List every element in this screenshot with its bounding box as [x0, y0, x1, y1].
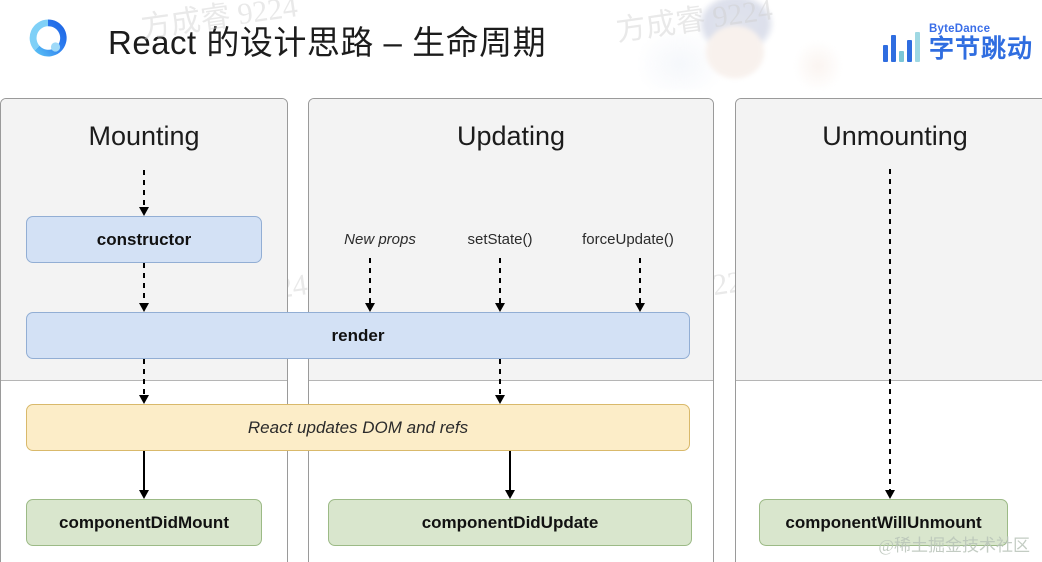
page-title: React 的设计思路 – 生命周期 [108, 24, 547, 61]
panel-unmounting: Unmounting [735, 98, 1042, 562]
panel-mounting-title: Mounting [88, 121, 200, 151]
node-react-updates-dom-and-refs[interactable]: React updates DOM and refs [26, 404, 690, 451]
bytedance-wordmark: ByteDance 字节跳动 [928, 22, 1033, 63]
bytedance-cn-label: 字节跳动 [928, 35, 1033, 63]
background-photo-decoration [640, 0, 890, 90]
node-constructor[interactable]: constructor [26, 216, 262, 263]
slide-header: React 的设计思路 – 生命周期 ByteDance 字节跳动 [0, 0, 1042, 90]
trigger-label-force-update: forceUpdate() [582, 231, 674, 248]
panel-updating-title: Updating [456, 121, 566, 151]
panel-unmounting-title: Unmounting [822, 121, 968, 151]
node-component-did-update[interactable]: componentDidUpdate [328, 499, 692, 546]
node-render[interactable]: render [26, 312, 690, 359]
trigger-label-new-props: New props [344, 231, 416, 248]
bytedance-en-label: ByteDance [928, 22, 991, 35]
trigger-label-set-state: setState() [467, 231, 533, 248]
node-component-did-mount[interactable]: componentDidMount [26, 499, 262, 546]
bytedance-bars-icon [882, 32, 920, 62]
node-component-will-unmount[interactable]: componentWillUnmount [759, 499, 1008, 546]
qq-browser-logo-icon [29, 19, 67, 57]
bytedance-logo: ByteDance 字节跳动 [882, 18, 1033, 63]
